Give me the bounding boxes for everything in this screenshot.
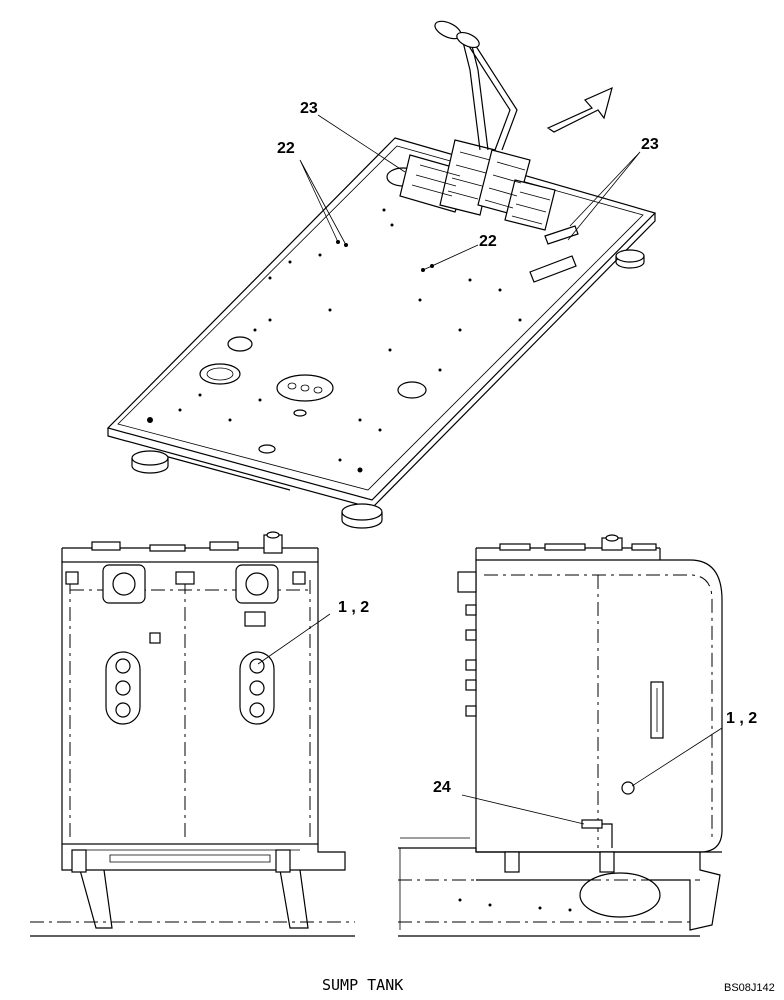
front-direction-arrow xyxy=(546,86,613,133)
callout-1-2-front: 1 , 2 xyxy=(338,599,369,616)
callout-22-center: 22 xyxy=(479,233,497,250)
floor-plate xyxy=(106,137,657,501)
tank-side-view xyxy=(398,534,723,937)
travel-pedals xyxy=(399,20,556,231)
callout-23-top: 23 xyxy=(300,100,318,117)
leader-line-side xyxy=(631,727,723,787)
floor-plate-iso-view xyxy=(106,20,657,529)
leader-lines-iso xyxy=(299,114,641,271)
tank-body-side xyxy=(475,559,723,853)
drawing-reference: BS08J142 xyxy=(724,982,775,994)
leader-line-front xyxy=(257,613,331,665)
callout-23-right: 23 xyxy=(641,136,659,153)
label-plate xyxy=(529,255,577,283)
drain-plug xyxy=(621,781,635,795)
tank-body-front xyxy=(61,561,319,845)
mount-rubber xyxy=(131,249,645,529)
leader-line-24 xyxy=(461,794,585,825)
tank-front-view xyxy=(30,531,355,937)
callout-1-2-side: 1 , 2 xyxy=(726,710,757,727)
diagram-caption: SUMP TANK xyxy=(322,976,403,994)
bolt-holes xyxy=(147,208,522,473)
callout-24: 24 xyxy=(433,779,451,796)
callout-22-left: 22 xyxy=(277,140,295,157)
